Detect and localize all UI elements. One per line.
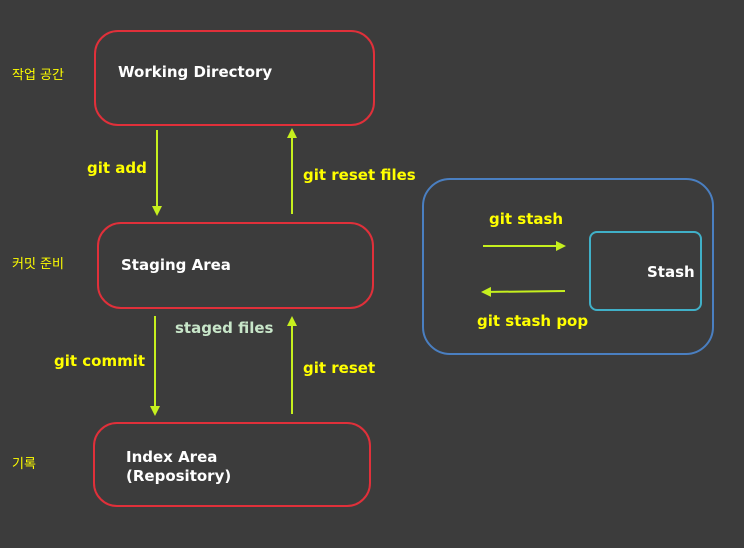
staging-area-label: Staging Area: [121, 256, 231, 274]
cmd-git-add: git add: [87, 159, 147, 177]
stash-label: Stash: [647, 263, 695, 281]
index-area-box: Index Area (Repository): [93, 422, 371, 507]
cmd-git-stash: git stash: [489, 210, 564, 228]
stash-panel: [422, 178, 714, 355]
arrow-git-stash-pop: [481, 286, 566, 297]
repository-label: (Repository): [126, 467, 232, 485]
stash-box: Stash: [589, 231, 702, 311]
label-commit-prep: 커밋 준비: [12, 257, 64, 272]
working-directory-label: Working Directory: [118, 63, 273, 81]
cmd-git-stash-pop: git stash pop: [477, 312, 589, 330]
index-area-label: Index Area: [126, 448, 218, 466]
working-directory-box: Working Directory: [94, 30, 375, 126]
cmd-git-reset: git reset: [303, 359, 376, 377]
cmd-git-commit: git commit: [54, 352, 146, 370]
cmd-git-reset-files: git reset files: [303, 166, 416, 184]
cmd-staged-files: staged files: [175, 319, 274, 337]
label-workspace: 작업 공간: [12, 68, 64, 83]
staging-area-box: Staging Area: [97, 222, 374, 309]
label-history: 기록: [12, 457, 36, 472]
